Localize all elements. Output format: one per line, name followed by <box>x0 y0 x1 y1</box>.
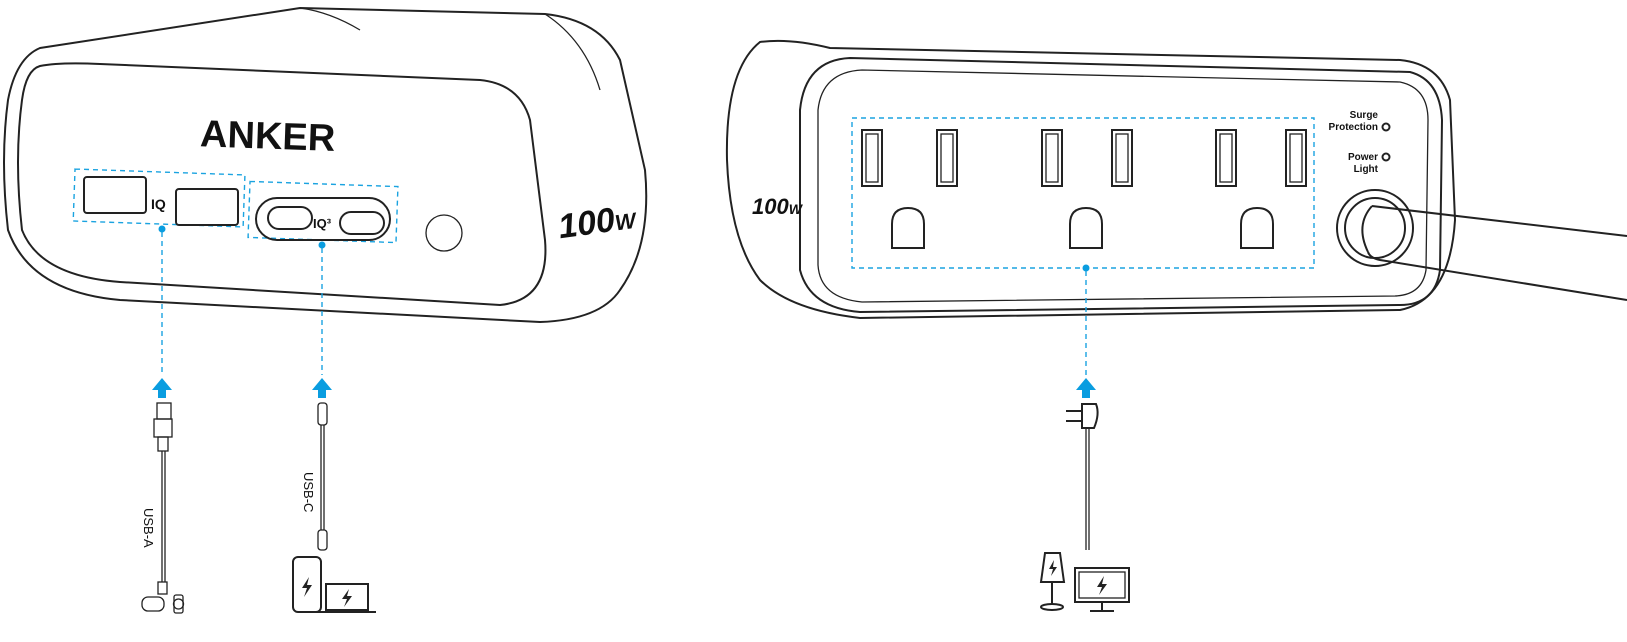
usb-a-port-2[interactable] <box>175 188 239 226</box>
usb-c-port-2[interactable] <box>339 211 385 235</box>
phone-icon <box>292 556 322 613</box>
lamp-icon <box>1039 552 1066 611</box>
ac-outlet-1[interactable] <box>861 129 958 249</box>
usb-c-label: USB-C <box>301 472 316 512</box>
left-charger-front: ANKER IQ IQ³ 100W <box>3 6 648 324</box>
ac-plug-cable <box>1066 403 1099 550</box>
usb-a-port-1[interactable] <box>83 176 147 214</box>
usb-a-cable: USB-A <box>141 402 173 595</box>
usb-c-port-1[interactable] <box>267 206 313 230</box>
iq3-badge: IQ³ <box>313 216 332 231</box>
usb-a-label: USB-A <box>141 508 156 548</box>
laptop-icon <box>316 583 376 613</box>
power-button[interactable] <box>425 214 463 252</box>
iq-badge: IQ <box>151 196 166 212</box>
surge-label-2: Protection <box>1329 122 1378 133</box>
arrow-up-icon <box>1076 378 1096 398</box>
ac-outlet-2[interactable] <box>1041 129 1133 249</box>
ac-outlets-group <box>851 117 1315 269</box>
monitor-icon <box>1074 567 1130 612</box>
power-label: Power <box>1348 152 1378 163</box>
earbuds-watch-icon <box>141 594 185 614</box>
power-indicator-light <box>1381 152 1391 162</box>
wattage-label: 100W <box>556 198 640 247</box>
wattage-label: 100W <box>752 194 804 219</box>
power-cord <box>1336 189 1627 301</box>
surge-indicator-light <box>1381 122 1391 132</box>
arrow-up-icon <box>312 378 332 398</box>
usb-a-ports[interactable]: IQ <box>72 168 246 233</box>
arrow-up-icon <box>152 378 172 398</box>
right-charger-outlets: 100W Surge Protection Power Light <box>725 39 1627 320</box>
usb-c-cable: USB-C <box>301 402 328 551</box>
surge-label: Surge <box>1350 110 1379 121</box>
power-label-2: Light <box>1354 164 1379 175</box>
anker-logo: ANKER <box>199 113 336 160</box>
usb-c-ports[interactable]: IQ³ <box>247 180 399 249</box>
ac-outlet-3[interactable] <box>1215 129 1307 249</box>
